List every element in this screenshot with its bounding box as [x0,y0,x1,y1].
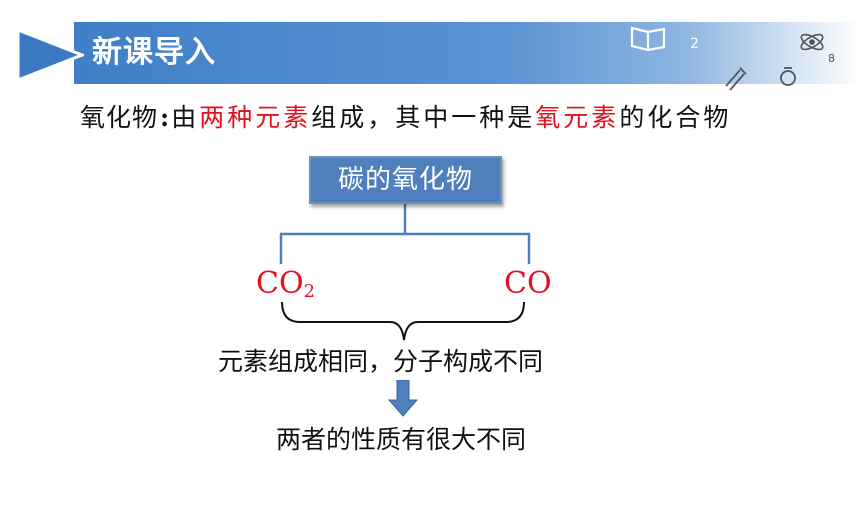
header-band [74,22,860,84]
curly-brace [281,301,525,341]
svg-text:8: 8 [828,52,835,65]
tree-connector [279,204,531,264]
header-decoration: 2 8 [630,26,835,91]
page-title: 新课导入 [92,35,216,70]
svg-text:2: 2 [690,36,699,52]
formula-co: CO [504,266,552,301]
formula-co2: CO2 [256,266,315,302]
definition-part: 的化合物 [619,103,732,132]
definition-highlight: 两种元素 [199,103,312,132]
down-arrow-icon [388,380,418,417]
formula-co2-subscript: 2 [303,281,316,302]
definition-part: 由 [171,103,200,132]
flask-icon [780,67,796,86]
result-text: 两者的性质有很大不同 [276,425,527,454]
definition-term: 氧化物 [80,103,159,132]
formula-co2-main: CO [256,266,304,301]
conclusion-text: 元素组成相同，分子构成不同 [218,347,544,376]
play-triangle-icon [16,28,84,82]
definition-part: 组成，其中一种是 [311,103,536,132]
definition-highlight: 氧元素 [535,103,620,132]
test-tube-icon [725,67,747,91]
book-icon [630,26,666,52]
carbon-oxides-box: 碳的氧化物 [309,156,502,204]
atom-icon: 8 [800,33,835,65]
definition-line: 氧化物:由两种元素组成，其中一种是氧元素的化合物 [80,100,850,136]
definition-colon: : [160,103,170,132]
